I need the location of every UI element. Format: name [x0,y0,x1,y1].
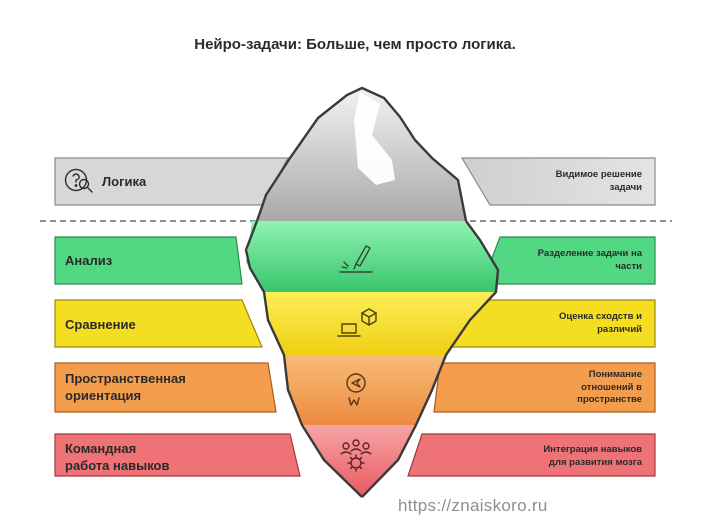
label-spatial-line2: ориентация [65,388,142,403]
iceberg-tip-highlight [354,92,395,185]
laptop-cube-icon [337,308,377,337]
desc-teamwork-line2: для развития мозга [548,456,642,468]
watermark-url: https://znaiskoro.ru [398,496,548,515]
compass-icon [346,373,366,406]
band-left-analysis [54,236,243,285]
desc-comparison-line2: различий [597,323,642,335]
iceberg-comparison [264,292,496,355]
label-logic: Логика [102,174,147,189]
head-question-magnifier-icon [64,168,93,193]
iceberg-outline-right [361,220,500,498]
iceberg-tip-outline [255,86,468,222]
band-left-teamwork [54,433,301,477]
iceberg-analysis [246,221,498,292]
iceberg-outline-left [244,220,363,498]
band-left-visible [54,157,290,206]
desc-visible-line2: задачи [609,181,642,193]
desc-analysis: Разделение задачи на части [538,248,642,273]
band-right-spatial [433,362,656,413]
desc-comparison: Оценка сходств и различий [559,311,642,336]
desc-spatial-line1: Понимание [588,369,642,380]
desc-spatial-line3: пространстве [577,394,642,405]
label-teamwork-line1: Командная [65,441,137,456]
label-spatial-line1: Пространственная [65,371,186,386]
band-right-visible [460,157,656,206]
label-teamwork-line2: работа навыков [65,458,170,473]
iceberg-teamwork [302,425,416,497]
pen-writing-icon [339,245,373,273]
desc-teamwork-line1: Интеграция навыков [543,444,642,455]
label-spatial: Пространственная ориентация [65,370,186,404]
desc-visible-line1: Видимое решение [555,169,642,180]
iceberg-spatial [284,355,446,425]
desc-comparison-line1: Оценка сходств и [559,311,642,322]
label-teamwork: Командная работа навыков [65,440,169,474]
band-right-teamwork [407,433,656,477]
desc-spatial: Понимание отношений в пространстве [577,369,642,407]
label-comparison: Сравнение [65,317,136,332]
band-left-spatial [54,362,277,413]
label-analysis: Анализ [65,253,113,268]
desc-visible: Видимое решение задачи [556,169,642,194]
desc-analysis-line2: части [615,260,642,272]
desc-teamwork: Интеграция навыков для развития мозга [543,444,642,469]
gears-team-icon [340,439,372,472]
band-left-comparison [54,299,263,348]
desc-spatial-line2: отношений в [581,381,642,393]
page-title: Нейро-задачи: Больше, чем просто логика. [194,36,516,53]
desc-analysis-line1: Разделение задачи на [537,248,642,259]
